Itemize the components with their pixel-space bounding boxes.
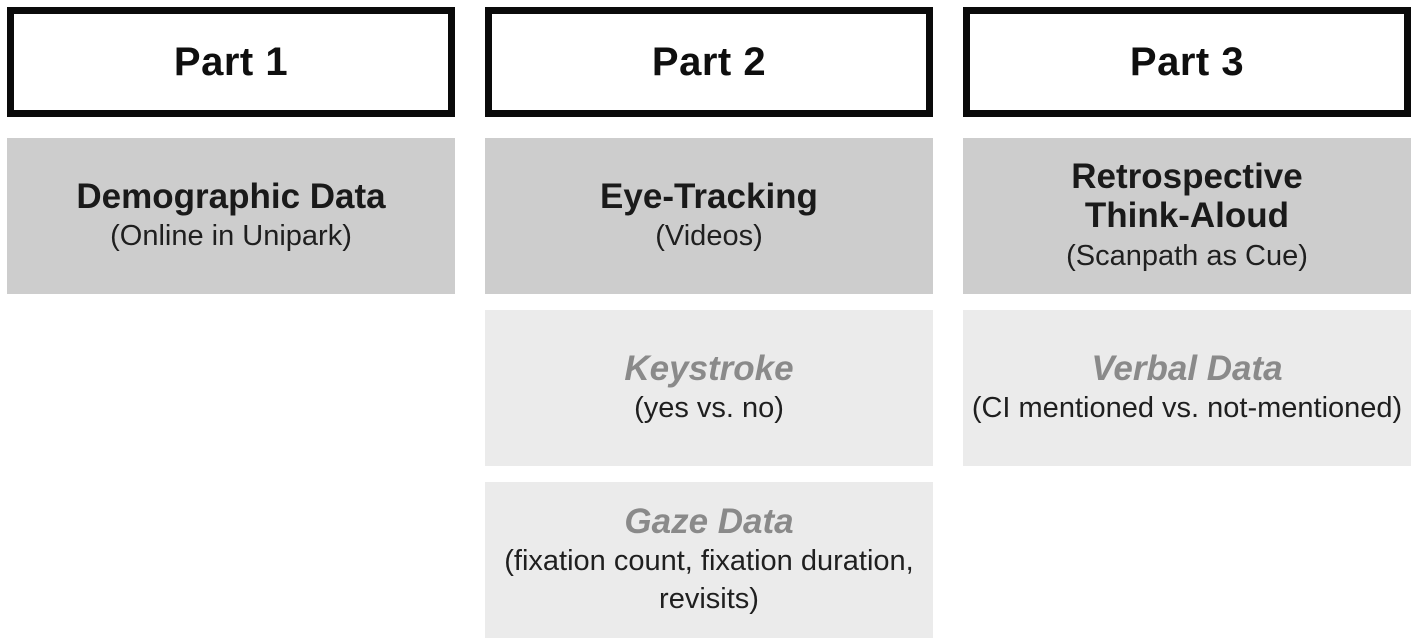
box-demographic-data: Demographic Data (Online in Unipark)	[7, 138, 455, 294]
box-subtitle: (Videos)	[655, 220, 763, 253]
part-1-header-label: Part 1	[173, 39, 289, 84]
part-3-header-label: Part 3	[1129, 39, 1245, 84]
box-title: Gaze Data	[624, 502, 794, 542]
part-1-header: Part 1	[7, 7, 455, 117]
box-title: Retrospective Think-Aloud	[1071, 157, 1303, 236]
box-subtitle: (fixation count, fixation duration, revi…	[504, 545, 914, 615]
box-retrospective-think-aloud: Retrospective Think-Aloud (Scanpath as C…	[963, 138, 1411, 294]
box-title: Eye-Tracking	[600, 176, 818, 216]
column-part-3: Part 3 Retrospective Think-Aloud (Scanpa…	[963, 7, 1411, 644]
box-verbal-data: Verbal Data (CI mentioned vs. not-mentio…	[963, 310, 1411, 466]
box-title: Keystroke	[624, 348, 794, 388]
part-2-header-label: Part 2	[651, 39, 767, 84]
box-subtitle: (Online in Unipark)	[110, 220, 352, 253]
part-2-header: Part 2	[485, 7, 933, 117]
box-eye-tracking: Eye-Tracking (Videos)	[485, 138, 933, 294]
box-subtitle: (Scanpath as Cue)	[1066, 239, 1308, 272]
column-part-1: Part 1 Demographic Data (Online in Unipa…	[7, 7, 455, 644]
part-3-header: Part 3	[963, 7, 1411, 117]
box-keystroke: Keystroke (yes vs. no)	[485, 310, 933, 466]
box-subtitle: (CI mentioned vs. not-mentioned)	[971, 392, 1403, 425]
box-title: Verbal Data	[1091, 348, 1283, 388]
box-title: Demographic Data	[76, 176, 386, 216]
box-subtitle: (yes vs. no)	[634, 392, 784, 425]
box-gaze-data: Gaze Data (fixation count, fixation dura…	[485, 482, 933, 638]
column-part-2: Part 2 Eye-Tracking (Videos) Keystroke (…	[485, 7, 933, 644]
